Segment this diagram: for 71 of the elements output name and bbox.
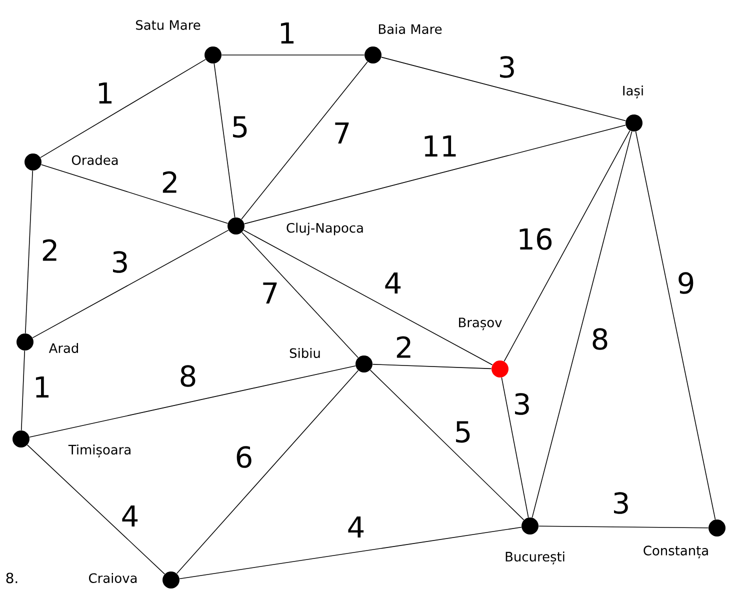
vertex-label: Arad	[48, 342, 78, 354]
vertex-label: Baia Mare	[378, 24, 442, 34]
graph-vertex	[204, 46, 222, 64]
edge-weight: 3	[500, 56, 514, 78]
edge-line	[501, 377, 529, 518]
edge-weight: 3	[113, 251, 127, 273]
edge-weight: 8	[592, 328, 608, 350]
vertex-label: Brașov	[459, 318, 502, 330]
edge-line	[40, 59, 206, 158]
edge-line	[24, 170, 34, 334]
vertex-label: Satu Mare	[136, 20, 200, 30]
edge-weight: 11	[424, 135, 456, 157]
edge-weight: 7	[335, 122, 349, 144]
edge-line	[243, 230, 493, 366]
edge-line	[221, 54, 365, 56]
edge-line	[242, 232, 358, 358]
graph-vertex	[16, 334, 34, 350]
edge-line	[370, 370, 524, 520]
edge-weight: 5	[233, 116, 247, 138]
edge-weight: 16	[520, 228, 552, 250]
graph-vertex	[708, 520, 726, 536]
vertex-label: Iași	[623, 86, 643, 98]
graph-vertex	[356, 356, 372, 372]
graph-vertex	[492, 360, 508, 378]
edge-line	[372, 364, 492, 370]
edge-line	[32, 230, 229, 338]
edge-line	[179, 526, 522, 580]
graph-vertex	[12, 430, 30, 448]
vertex-label: Cluj-Napoca	[286, 222, 363, 236]
edge-weight: 2	[162, 171, 176, 193]
edge-weight: 1	[98, 82, 112, 104]
edge-line	[241, 61, 368, 220]
edge-line	[381, 56, 626, 122]
graph-vertex	[522, 518, 538, 534]
edge-weight: 8	[180, 365, 196, 387]
edge-weight: 2	[396, 336, 410, 358]
edge-line	[20, 350, 26, 431]
vertex-label: Craiova	[89, 572, 137, 584]
graph-vertex	[364, 46, 382, 64]
edge-line	[635, 131, 716, 520]
edge-weight: 4	[385, 272, 401, 294]
edge-weight: 4	[122, 505, 138, 527]
edge-weight: 3	[515, 393, 529, 415]
vertex-label: Sibiu	[290, 348, 320, 358]
edge-line	[538, 526, 709, 528]
vertex-label: Oradea	[72, 154, 118, 165]
edge-weight: 1	[36, 376, 49, 398]
edge-line	[176, 370, 359, 574]
edge-line	[29, 365, 356, 438]
vertex-label: Timișoara	[68, 444, 130, 458]
edge-line	[214, 63, 236, 218]
edge-line	[26, 444, 166, 574]
edge-weight: 9	[678, 272, 694, 294]
edge-weight: 2	[42, 239, 56, 261]
list-number: 8.	[6, 572, 18, 584]
graph-vertex	[162, 572, 180, 588]
graph-vertex	[24, 154, 42, 170]
vertex-label: București	[506, 552, 564, 564]
edge-line	[532, 131, 632, 518]
edge-weight: 5	[456, 421, 470, 443]
edge-line	[40, 164, 228, 224]
edge-weight: 4	[348, 516, 364, 538]
edge-weight: 3	[614, 492, 628, 514]
graph-vertex	[228, 218, 244, 234]
edge-weight: 7	[263, 282, 277, 304]
edge-weight: 1	[280, 22, 294, 44]
graph-vertex	[626, 114, 642, 132]
edge-weight: 6	[236, 446, 252, 468]
edge-line	[504, 130, 630, 362]
vertex-label: Constanța	[644, 546, 708, 558]
edge-line	[244, 124, 626, 224]
